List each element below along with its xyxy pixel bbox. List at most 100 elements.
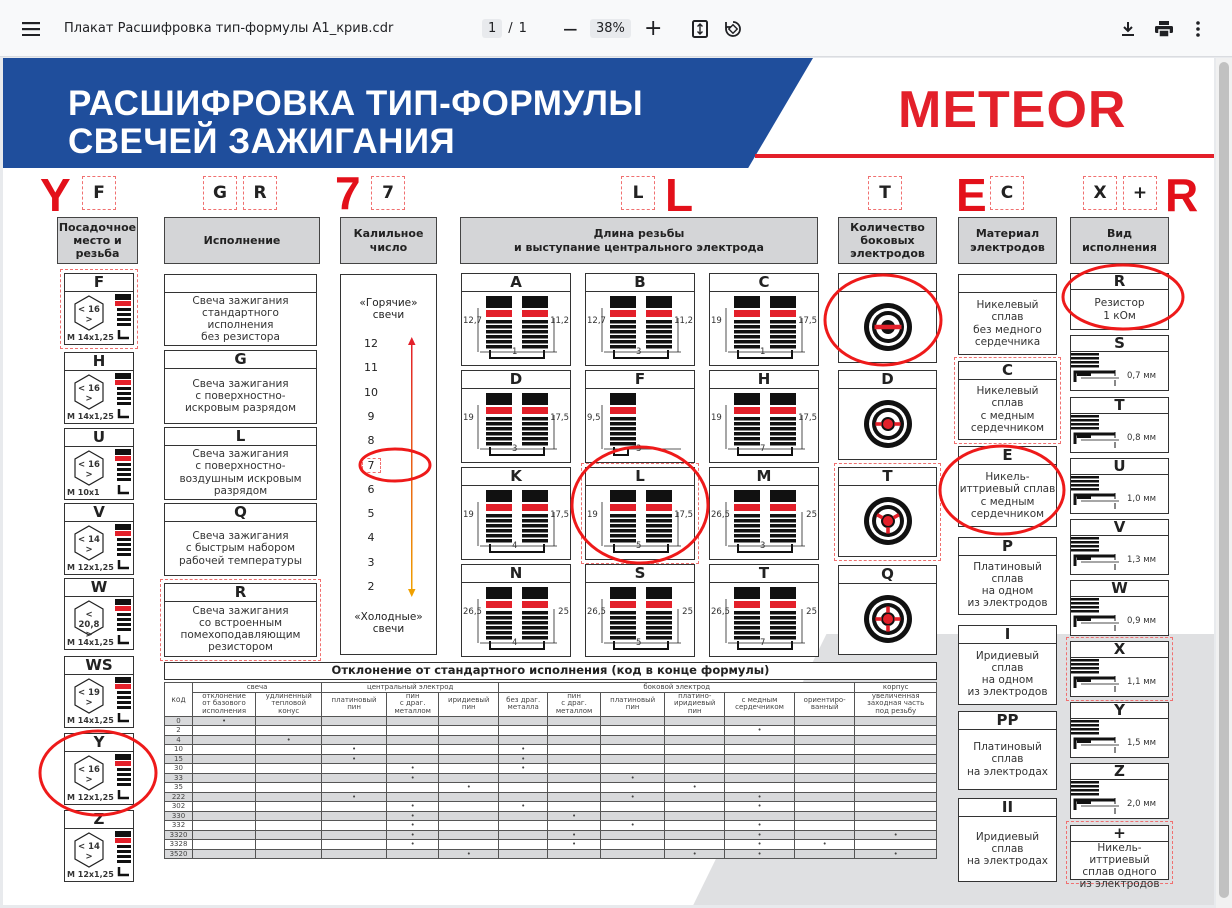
mark-cell: •	[438, 848, 500, 859]
empty-cell	[854, 791, 937, 802]
electrode-gap: 1	[760, 347, 766, 357]
electrode-gap: 3	[636, 444, 642, 454]
side-electrode-card: T	[834, 463, 941, 561]
zoom-in-button[interactable]: +	[644, 16, 663, 41]
empty-cell	[664, 791, 726, 802]
empty-cell	[854, 772, 937, 783]
thread-code: M	[710, 468, 818, 486]
material-description: Никелевый сплав с медным сердечником	[970, 385, 1045, 434]
fit-page-button[interactable]	[692, 0, 708, 57]
empty-cell	[599, 839, 666, 850]
zoom-level-input[interactable]: 38%	[590, 19, 631, 38]
mark-cell: •	[854, 829, 937, 840]
design-code: R	[165, 584, 316, 602]
material-header: Материал электродов	[958, 217, 1057, 264]
variant-description: Резистор 1 кОм	[1094, 297, 1145, 322]
zoom-out-button[interactable]: −	[562, 16, 579, 41]
column-header: увеличенная заходная часть под резьбу	[854, 691, 937, 717]
mark-cell: •	[321, 753, 387, 764]
page-separator: /	[508, 21, 513, 36]
side-header: Количество боковых электродов	[838, 217, 937, 264]
seat-card-H: H < 16 > M 14x1,25	[64, 352, 134, 424]
mark-cell: •	[547, 829, 601, 840]
thread-size: M 14x1,25	[67, 411, 114, 421]
empty-cell	[854, 734, 937, 745]
row-code: 3520	[164, 848, 193, 859]
seat-code: W	[65, 579, 133, 597]
row-code: 33	[164, 772, 193, 783]
more-options-button[interactable]	[1196, 0, 1200, 57]
empty-cell	[385, 848, 440, 859]
rotate-button[interactable]	[724, 0, 742, 57]
meteor-logo: METEOR	[898, 81, 1127, 139]
menu-button[interactable]	[22, 0, 40, 57]
variant-code: +	[1071, 826, 1168, 842]
material-code: PP	[959, 712, 1056, 730]
mark-cell: •	[321, 791, 387, 802]
column-header: ориентиро- ванный	[793, 691, 856, 717]
material-code: I	[959, 626, 1056, 644]
thread-drawing: 9,5 3	[586, 389, 694, 462]
heat-value: 11	[341, 361, 401, 374]
formula-example-letter: R	[1165, 169, 1199, 221]
download-button[interactable]	[1120, 0, 1136, 57]
design-description: Свеча зажигания с поверхностно- искровым…	[184, 377, 297, 415]
heat-header: Калильное число	[340, 217, 437, 264]
spark-plug-seat-icon	[74, 524, 131, 570]
material-card: I Иридиевый сплав на одном из электродов	[958, 625, 1057, 705]
thread-length: 19	[711, 316, 722, 326]
empty-cell	[191, 820, 257, 831]
brand-underline	[755, 154, 1214, 158]
thread-size: M 14x1,25	[67, 332, 114, 342]
variant-body: 0,8 мм	[1071, 414, 1168, 452]
electrode-gap: 3	[636, 347, 642, 357]
material-card: Никелевый сплав без медного сердечника	[958, 274, 1057, 355]
page-number-input[interactable]: 1	[482, 19, 503, 38]
mark-cell: •	[385, 801, 440, 812]
material-card: PP Платиновый сплав на электродах	[958, 711, 1057, 790]
spark-plug-seat-icon	[74, 449, 131, 495]
row-code: 15	[164, 753, 193, 764]
thread-length: 26,5	[711, 607, 730, 617]
material-description: Никель- иттриевый сплав с медным сердечн…	[959, 471, 1056, 520]
empty-cell	[191, 848, 257, 859]
thread-code: A	[462, 274, 570, 292]
row-code: 3328	[164, 839, 193, 850]
document-title: Плакат Расшифровка тип-формулы A1_крив.c…	[64, 21, 394, 36]
empty-cell	[724, 744, 795, 755]
electrode-count-icon	[864, 595, 912, 643]
row-code: 330	[164, 810, 193, 821]
scrollbar-thumb[interactable]	[1219, 62, 1229, 898]
empty-cell	[724, 782, 795, 793]
variant-code: X	[1071, 642, 1168, 658]
download-icon	[1122, 21, 1134, 36]
table-row: 2•	[164, 725, 937, 736]
empty-cell	[599, 801, 666, 812]
column-header: иридиевый пин	[438, 691, 500, 717]
seat-body: < 16 > M 10x1	[65, 447, 133, 499]
empty-cell	[385, 744, 440, 755]
column-group: боковой электрод	[498, 682, 856, 693]
print-button[interactable]	[1155, 0, 1173, 57]
mark-cell: •	[599, 772, 666, 783]
empty-cell	[793, 810, 856, 821]
empty-cell	[664, 820, 726, 831]
empty-cell	[321, 763, 387, 774]
material-code: C	[959, 362, 1056, 380]
formula-code-box: R	[243, 176, 277, 210]
mark-cell: •	[793, 839, 856, 850]
empty-cell	[599, 715, 666, 726]
electrode-gap-icon	[1071, 353, 1119, 386]
thread-diagram-icon	[601, 587, 681, 650]
empty-cell	[321, 839, 387, 850]
thread-card-M: M 26,5 25 3	[709, 467, 819, 560]
column-header: удлиненный тепловой конус	[255, 691, 323, 717]
heat-value: 9	[341, 410, 401, 423]
thread-size: M 10x1	[67, 487, 100, 497]
hamburger-icon	[22, 21, 40, 36]
seat-card-Y: Y < 16 > M 12x1,25	[64, 733, 134, 805]
empty-cell	[321, 725, 387, 736]
variant-card-Y: Y 1,5 мм	[1070, 702, 1169, 758]
thread-code: T	[710, 565, 818, 583]
heat-value: 8	[341, 434, 401, 447]
